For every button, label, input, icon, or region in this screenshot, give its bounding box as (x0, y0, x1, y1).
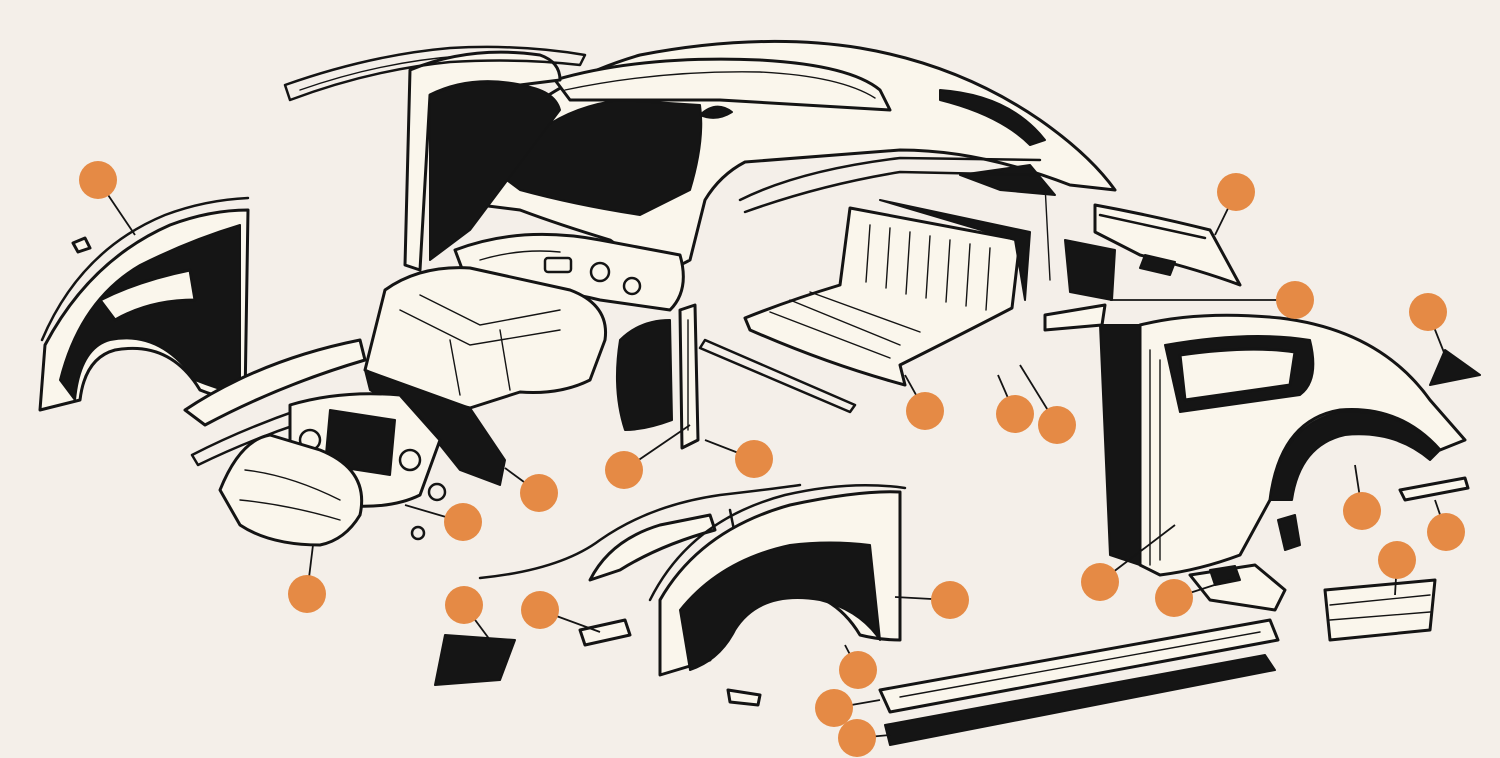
hotspot-markers (79, 161, 1465, 757)
hotspot-front-valance[interactable] (288, 575, 326, 613)
hotspot-front-apron[interactable] (444, 503, 482, 541)
hotspot-rear-shelf-bracket-right[interactable] (1038, 406, 1076, 444)
rear-body-mount-part (1188, 514, 1301, 612)
hotspot-door-check-bracket[interactable] (735, 440, 773, 478)
hotspot-rear-parcel-shelf[interactable] (906, 392, 944, 430)
fender-support-part (434, 634, 516, 686)
rear-cowl-panel-part (1043, 203, 1242, 332)
hotspot-rear-shelf-bracket-left[interactable] (996, 395, 1034, 433)
rear-fender-trim-part (1398, 476, 1470, 502)
hotspot-fender-bead[interactable] (839, 651, 877, 689)
rear-apron-part (1323, 578, 1437, 642)
hotspot-rear-deck-lid-seal-strip[interactable] (1276, 281, 1314, 319)
door-pillar-part (615, 303, 857, 450)
hotspot-rear-corner-bracket[interactable] (1409, 293, 1447, 331)
hotspot-front-right-fender[interactable] (931, 581, 969, 619)
door-opening-frame (283, 45, 587, 272)
hotspot-front-left-fender[interactable] (79, 161, 117, 199)
hotspot-front-luggage-floor[interactable] (520, 474, 558, 512)
front-valance-part (218, 433, 364, 547)
rear-parcel-shelf-part (743, 199, 1031, 387)
hotspot-running-board-rear[interactable] (838, 719, 876, 757)
front-left-fender-part (38, 196, 250, 412)
hotspot-running-board-front[interactable] (815, 689, 853, 727)
heater-channel-end-part (578, 618, 632, 647)
hotspot-rear-quarter-cowl-panel[interactable] (1217, 173, 1255, 211)
hotspot-rear-quarter-side-panel[interactable] (1081, 563, 1119, 601)
body-shell (468, 39, 1117, 281)
running-board-parts (878, 618, 1280, 746)
hotspot-front-fender-support[interactable] (445, 586, 483, 624)
rear-corner-bracket-part (1429, 349, 1481, 386)
front-right-fender-part (648, 483, 907, 677)
hotspot-rear-fender-trim[interactable] (1427, 513, 1465, 551)
hotspot-rear-wheel-arch[interactable] (1343, 492, 1381, 530)
hotspot-rear-apron-panel[interactable] (1378, 541, 1416, 579)
rear-quarter-panel-part (1099, 313, 1467, 577)
hotspot-door-pillar[interactable] (605, 451, 643, 489)
hotspot-rear-body-mount[interactable] (1155, 579, 1193, 617)
hotspot-heater-channel-end-piece[interactable] (521, 591, 559, 629)
